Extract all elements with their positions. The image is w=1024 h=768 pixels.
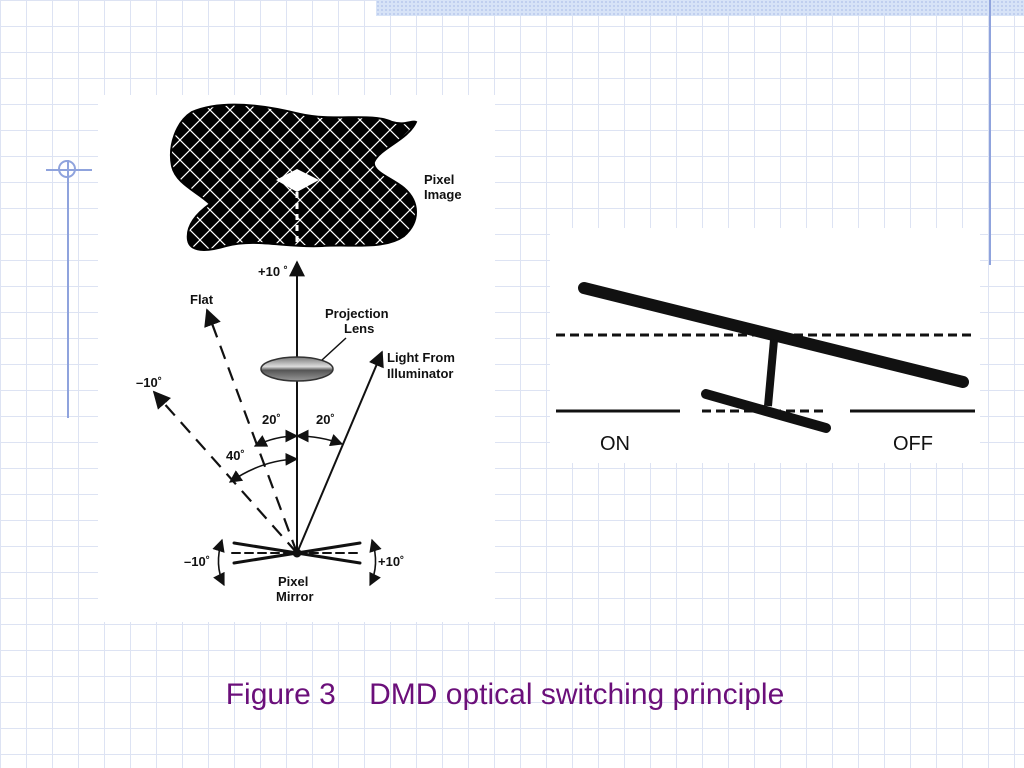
lens-leader — [321, 337, 347, 361]
angle-20-left-label: 20˚ — [262, 412, 281, 427]
minus-ten-ray — [152, 390, 298, 554]
figure-title: DMD optical switching principle — [369, 678, 785, 711]
flat-label: Flat — [190, 292, 214, 307]
tilted-yoke — [701, 389, 831, 433]
off-label: OFF — [893, 433, 933, 455]
light-from-label-1: Light From — [387, 350, 455, 365]
pixel-image-label-2: Image — [424, 187, 462, 202]
mirror-arc-left — [212, 538, 225, 587]
angle-arc-40 — [228, 452, 299, 483]
angle-40-label: 40˚ — [226, 448, 245, 463]
illuminator-ray — [296, 350, 384, 554]
light-from-label-2: Illuminator — [387, 366, 453, 381]
flat-ray — [204, 308, 299, 554]
projection-lens-label-2: Lens — [344, 321, 374, 336]
mirror-arc-right — [369, 538, 382, 587]
pixel-image-label-1: Pixel — [424, 172, 454, 187]
left-vertical-rule — [67, 160, 69, 418]
angle-arc-20-right — [295, 429, 344, 447]
on-label: ON — [600, 433, 630, 455]
angle-20-right-label: 20˚ — [316, 412, 335, 427]
projection-lens-icon — [260, 356, 334, 382]
plus-ten-top-label: +10 ˚ — [258, 264, 288, 279]
pixel-mirror-label-2: Mirror — [276, 589, 314, 604]
pixel-mirror-label-1: Pixel — [278, 574, 308, 589]
mirror-minus-ten-label: –10˚ — [184, 554, 210, 569]
mirror-plus-ten-label: +10˚ — [378, 554, 404, 569]
mirror-post — [764, 339, 778, 407]
figure-caption: Figure 3 DMD optical switching principle — [0, 678, 1010, 712]
pixel-mirror — [231, 541, 363, 565]
pixel-image-highlight — [276, 169, 319, 192]
top-decorative-band — [376, 0, 1024, 16]
right-vertical-rule — [989, 0, 991, 265]
left-rule-ring — [58, 160, 76, 178]
tilted-mirror-plate — [578, 282, 969, 388]
figure-number: Figure 3 — [225, 678, 336, 711]
angle-arc-20-left — [253, 429, 299, 447]
minus-ten-label: –10˚ — [136, 375, 162, 390]
projection-lens-label-1: Projection — [325, 306, 389, 321]
right-panel-background — [550, 228, 980, 463]
